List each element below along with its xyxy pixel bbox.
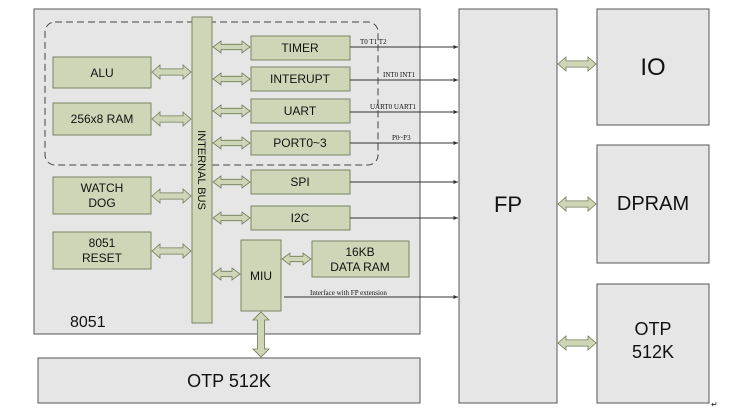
io-label: IO	[640, 54, 665, 81]
watchdog-label-1: WATCH	[81, 181, 124, 195]
io-block	[596, 8, 710, 126]
data-ram-label-1: 16KB	[345, 245, 374, 259]
port-signal-label: P0~P3	[392, 134, 411, 142]
alu-label: ALU	[90, 66, 113, 80]
connection-arrows	[151, 40, 597, 358]
i2c-bus-arrow	[212, 211, 251, 225]
interupt-bus-arrow	[212, 72, 251, 86]
fp-io-arrow	[557, 56, 597, 72]
reset-label-1: 8051	[89, 236, 116, 250]
timer-signal-label: T0 T1 T2	[360, 38, 387, 46]
reset-block	[52, 231, 152, 270]
dpram-block	[596, 144, 710, 264]
reset-bus-arrow	[151, 243, 192, 259]
data-ram-block	[311, 240, 410, 278]
interupt-signal-label: INT0 INT1	[383, 71, 416, 79]
fp-otp-arrow	[557, 335, 597, 351]
uart-label: UART	[284, 104, 317, 118]
interupt-label: INTERUPT	[270, 72, 331, 86]
otp-right-block	[596, 283, 710, 404]
miu-label: MIU	[250, 269, 272, 283]
interupt-block	[250, 66, 351, 92]
uart-block	[250, 98, 351, 124]
ram-label: 256x8 RAM	[71, 112, 134, 126]
uart-bus-arrow	[212, 104, 251, 118]
spi-block	[250, 169, 351, 195]
miu-block	[240, 239, 282, 312]
alu-bus-arrow	[151, 64, 192, 80]
timer-label: TIMER	[281, 41, 319, 55]
internal-bus	[191, 16, 213, 324]
spi-bus-arrow	[212, 175, 251, 189]
otp-bottom-label: OTP 512K	[187, 371, 271, 391]
data-ram-label-2: DATA RAM	[330, 260, 390, 274]
miu-otp-arrow	[252, 311, 270, 358]
paragraph-mark: ↵	[711, 400, 718, 409]
fp-label: FP	[494, 192, 522, 217]
alu-block	[52, 56, 152, 89]
port-label: PORT0~3	[273, 136, 327, 150]
port-block	[250, 130, 351, 156]
fp-block	[458, 8, 558, 404]
container-8051-label: 8051	[70, 314, 106, 331]
otp-bottom-block	[37, 357, 421, 404]
otp-right-label-1: OTP	[634, 319, 671, 339]
i2c-label: I2C	[291, 211, 310, 225]
ram-block	[52, 102, 152, 136]
port-bus-arrow	[212, 136, 251, 150]
miu-signal-label: Interface with FP extension	[310, 289, 387, 297]
spi-label: SPI	[290, 175, 309, 189]
otp-right-label-2: 512K	[632, 342, 674, 362]
watchdog-block	[52, 176, 152, 215]
reset-label-2: RESET	[82, 251, 123, 265]
timer-bus-arrow	[212, 40, 251, 54]
uart-signal-label: UART0 UART1	[370, 103, 417, 111]
miu-dataram-arrow	[281, 252, 312, 266]
fp-dpram-arrow	[557, 196, 597, 212]
internal-bus-label: INTERNAL BUS	[195, 130, 207, 210]
watchdog-label-2: DOG	[88, 196, 115, 210]
miu-bus-arrow	[212, 267, 241, 281]
timer-block	[250, 35, 351, 61]
watchdog-bus-arrow	[151, 188, 192, 204]
ram-bus-arrow	[151, 111, 192, 127]
dpram-label: DPRAM	[617, 193, 689, 215]
